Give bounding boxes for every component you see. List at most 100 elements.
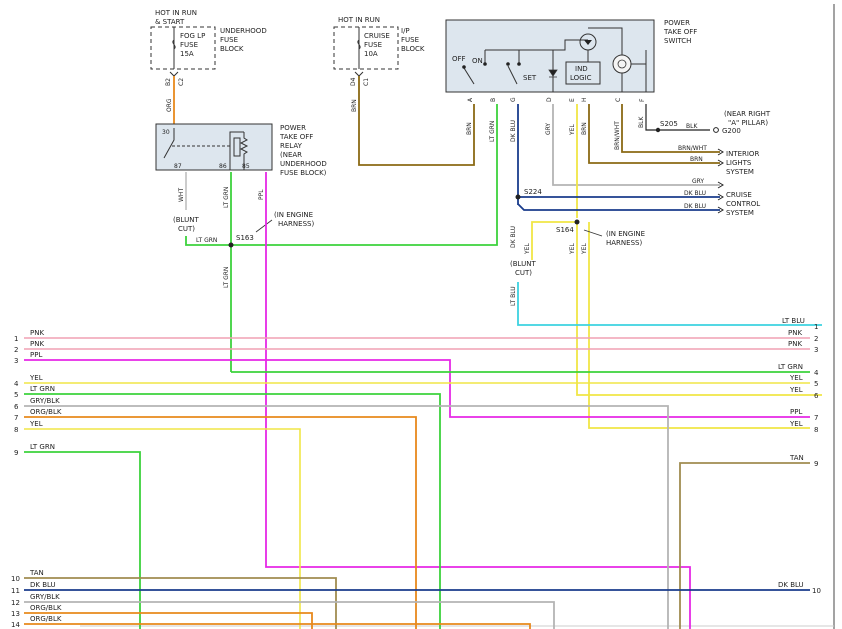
- harness-org-14: [24, 623, 531, 629]
- arrow-icon-interior-1: [717, 148, 724, 156]
- pto-relay: 30 87 86 85 POWER TAKE OFF RELAY (NEAR U…: [155, 123, 327, 177]
- right-num-3: 3: [814, 346, 818, 354]
- wire-lt-grn-h-label: LT GRN: [196, 237, 217, 244]
- right-label-8: YEL: [789, 420, 803, 428]
- right-label-1: LT BLU: [782, 317, 805, 325]
- cruise-pin-c1: C1: [363, 78, 370, 86]
- relay-pin-87: 87: [174, 163, 182, 170]
- wire-gry-switch: [552, 104, 720, 186]
- relay-pin-85: 85: [242, 163, 250, 170]
- yel-v-label2: YEL: [569, 243, 576, 255]
- lamp-icon: [612, 54, 632, 74]
- left-num-2: 2: [14, 346, 18, 354]
- left-label-11: DK BLU: [30, 581, 56, 589]
- harness-yel-8: [24, 428, 301, 629]
- arrow-icon-cruise-1: [717, 181, 724, 189]
- left-label-10: TAN: [29, 569, 44, 577]
- harness-org-7: [24, 416, 417, 629]
- harness-gry-6: [24, 405, 669, 629]
- switch-label-set: SET: [523, 74, 537, 82]
- switch-bus: [485, 39, 588, 51]
- right-num-9: 9: [814, 460, 818, 468]
- switch-title3: SWITCH: [664, 37, 691, 45]
- harness-gry-12: [24, 601, 555, 629]
- cruise-fuse-block: HOT IN RUN CRUISE FUSE 10A I/P FUSE BLOC…: [333, 16, 425, 86]
- relay-coil-left: [229, 131, 244, 170]
- in-engine-1a: (IN ENGINE: [274, 211, 313, 219]
- left-num-8: 8: [14, 426, 18, 434]
- in-engine-2a: (IN ENGINE: [606, 230, 645, 238]
- yel-v-label: YEL: [524, 243, 531, 255]
- ground-point-label: G200: [722, 127, 741, 135]
- left-label-8: YEL: [29, 420, 43, 428]
- left-num-3: 3: [14, 357, 18, 365]
- wire-lt-blu: [517, 282, 822, 326]
- splice-s205-label: S205: [660, 120, 678, 128]
- left-num-13: 13: [11, 610, 20, 618]
- wire-brn-cruise-label: BRN: [351, 99, 358, 112]
- relay-coil-icon: [239, 132, 249, 170]
- left-label-2: PNK: [30, 340, 44, 348]
- blunt-cut-2a: (BLUNT: [510, 260, 536, 268]
- relay-pin-30: 30: [162, 129, 170, 136]
- cruise-block-label2: FUSE: [401, 36, 419, 44]
- harness-ppl-3: [24, 359, 810, 418]
- relay-box: [155, 123, 273, 171]
- switch-pin-e: E: [569, 98, 576, 102]
- cruise-system-3: SYSTEM: [726, 209, 754, 217]
- splice-s163-label: S163: [236, 234, 254, 242]
- wire-yel-branch: [531, 221, 577, 260]
- interior-lights-3: SYSTEM: [726, 168, 754, 176]
- splice-s164-label: S164: [556, 226, 574, 234]
- cruise-wire-gry-label: GRY: [692, 178, 704, 185]
- cruise-connector-icon: [354, 71, 364, 77]
- switch-node-b: [483, 62, 487, 66]
- arrow-icon-cruise-2: [717, 193, 724, 201]
- harness-org-13: [24, 612, 313, 629]
- sw-wire-gry-label: GRY: [545, 123, 552, 135]
- cruise-block-label1: I/P: [401, 27, 410, 35]
- left-label-3: PPL: [30, 351, 42, 359]
- blunt-cut-1b: CUT): [178, 225, 195, 233]
- right-num-6: 6: [814, 392, 819, 400]
- right-num-8: 8: [814, 426, 818, 434]
- right-label-9: TAN: [789, 454, 804, 462]
- cruise-fuse-box: [333, 26, 399, 70]
- blunt-cut-1a: (BLUNT: [173, 216, 199, 224]
- left-num-11: 11: [11, 587, 20, 595]
- wire-ppl-relay-label: PPL: [258, 189, 265, 200]
- interior-lights-2: LIGHTS: [726, 159, 752, 167]
- wire-wht-label: WHT: [178, 188, 185, 202]
- harness-tan-10: [24, 577, 337, 629]
- fog-fuse-name3: 15A: [180, 50, 194, 58]
- interior-lights-1: INTERIOR: [726, 150, 759, 158]
- ind-logic-box: [565, 61, 601, 85]
- in-engine-2b: HARNESS): [606, 239, 642, 247]
- left-num-5: 5: [14, 391, 18, 399]
- wire-brn-wht-switch: [621, 104, 720, 153]
- switch-pin-g: G: [510, 97, 517, 102]
- fog-block-label1: UNDERHOOD: [220, 27, 267, 35]
- cruise-fuse-name1: CRUISE: [364, 32, 390, 40]
- right-label-7: PPL: [790, 408, 802, 416]
- right-num-10: 10: [812, 587, 821, 595]
- right-label-3: PNK: [788, 340, 802, 348]
- left-label-12: GRY/BLK: [30, 593, 60, 601]
- wire-lt-grn-relay-label: LT GRN: [223, 187, 230, 208]
- sw-wire-blk-label: BLK: [638, 116, 645, 128]
- relay-title5: UNDERHOOD: [280, 160, 327, 168]
- fog-pin-b2: B2: [165, 78, 172, 86]
- right-label-4: LT GRN: [778, 363, 803, 371]
- relay-title4: (NEAR: [280, 151, 302, 159]
- cruise-wire-dkblu2-label: DK BLU: [684, 203, 706, 210]
- dk-blu-v-label: DK BLU: [510, 226, 517, 248]
- ground-wire-label: BLK: [686, 123, 698, 130]
- fog-pin-c2: C2: [178, 78, 185, 86]
- relay-title2: TAKE OFF: [279, 133, 313, 141]
- wire-org-label: ORG: [166, 98, 173, 112]
- left-label-1: PNK: [30, 329, 44, 337]
- fog-supply-line2: & START: [155, 18, 185, 26]
- ground-note2: "A" PILLAR): [728, 119, 768, 127]
- left-num-12: 12: [11, 599, 20, 607]
- ground-note1: (NEAR RIGHT: [724, 110, 771, 118]
